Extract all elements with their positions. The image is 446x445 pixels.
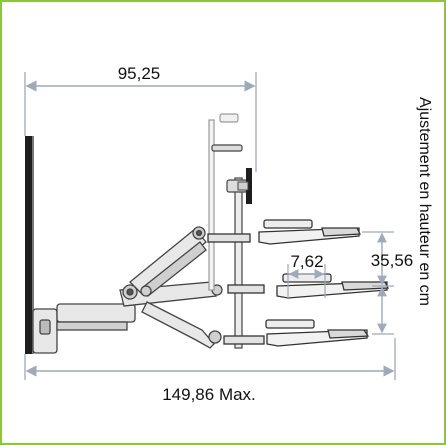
articulated-arms — [119, 226, 223, 349]
wall-panel — [25, 136, 34, 354]
keyboard-tray-top — [207, 219, 362, 245]
top-dimension-line — [24, 72, 257, 172]
bottom-dimension-line — [24, 338, 396, 380]
top-width-label: 95,25 — [118, 64, 161, 83]
monitor-holder — [237, 168, 252, 204]
keyboard-tray-middle — [227, 273, 390, 299]
tray-gap-dimension-line — [287, 264, 326, 298]
wall-bracket — [32, 303, 136, 354]
vertical-step-label: 35,56 — [371, 251, 414, 270]
vertical-step-dimension-line — [362, 231, 394, 335]
keyboard-tray-bottom — [223, 319, 370, 347]
bottom-width-label: 149,86 Max. — [162, 385, 256, 404]
vertical-pole — [208, 113, 248, 349]
tray-gap-label: 7,62 — [290, 252, 323, 271]
height-adjustment-label: Ajustement en hauteur en cm — [416, 97, 433, 306]
